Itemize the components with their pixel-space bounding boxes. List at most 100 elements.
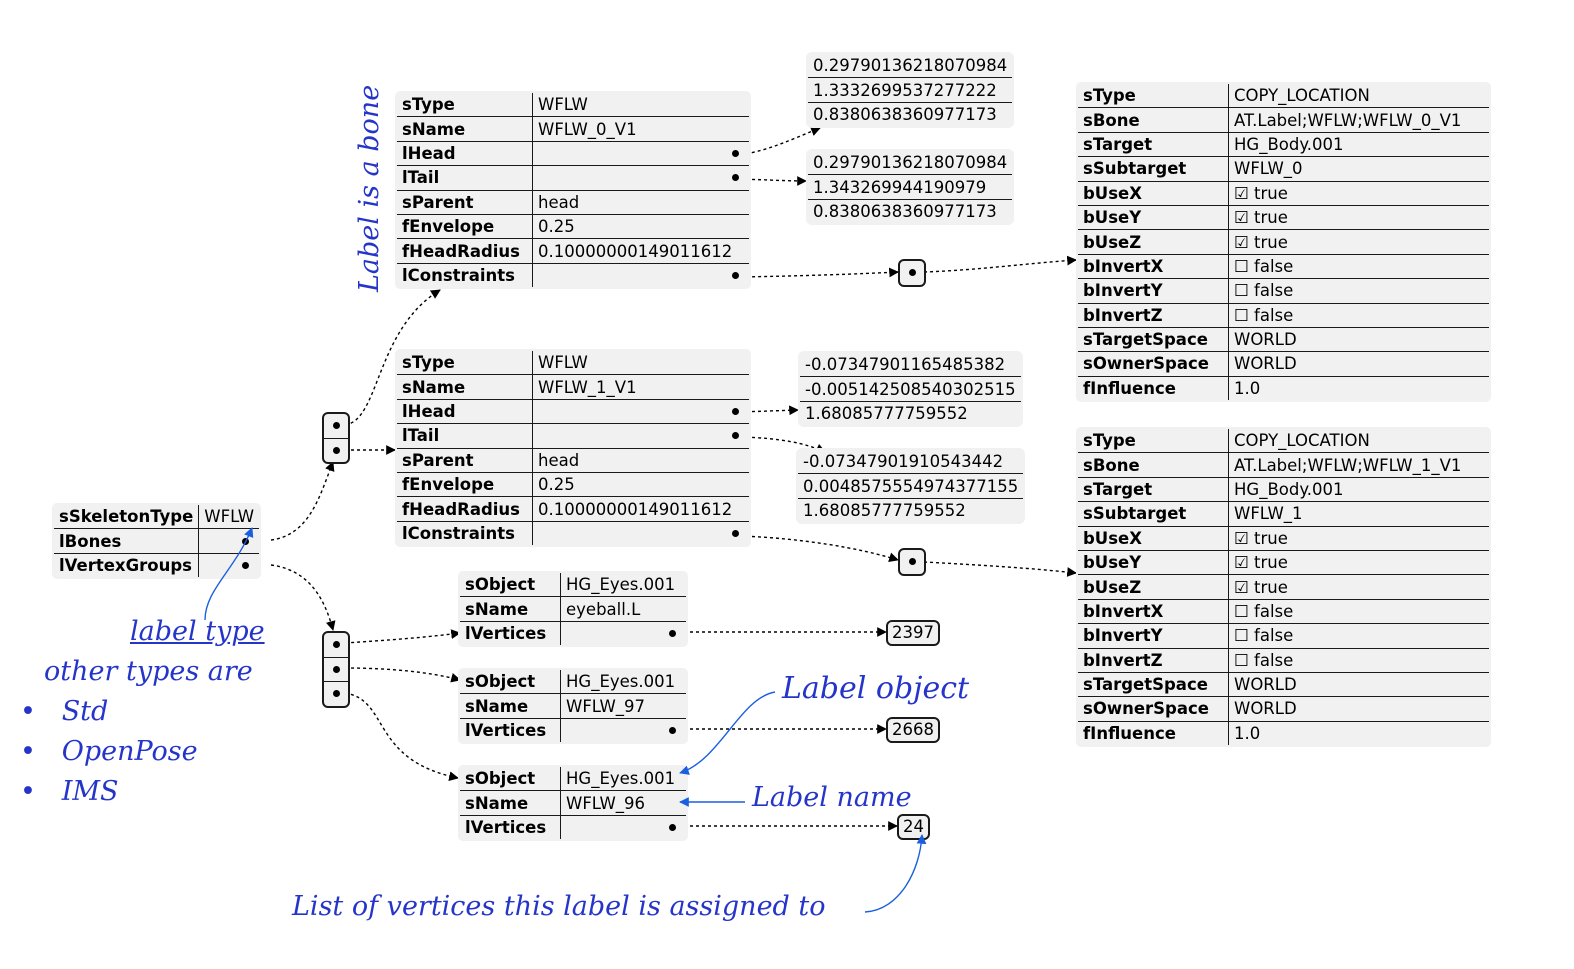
vg-key: sName [460, 790, 561, 816]
vg-value: WFLW_97 [560, 693, 686, 719]
bone-key: lTail [397, 423, 533, 449]
bone-pointer[interactable] [532, 520, 749, 546]
array-item: -0.07347901910543442 [798, 450, 1024, 475]
vg-pointer[interactable] [560, 717, 686, 743]
vg-pointer[interactable] [560, 620, 686, 646]
bone-key: lHead [397, 398, 533, 425]
vg-key: lVertices [460, 814, 561, 840]
bone-key: lConstraints [397, 520, 533, 546]
constraint-value: ☑ true [1228, 574, 1489, 600]
edge-lbones [270, 461, 335, 541]
constraint-value: ☑ true [1228, 204, 1489, 231]
root-pointer[interactable] [198, 552, 260, 578]
constraint-value: AT.Label;WFLW;WFLW_1_V1 [1228, 452, 1489, 478]
edge-vg0 [344, 629, 461, 644]
array-item: 1.343269944190979 [808, 174, 1013, 200]
vg-key: lVertices [460, 717, 561, 743]
constraint-value: WORLD [1228, 326, 1489, 353]
constraint-key: sBone [1078, 107, 1229, 133]
root-key: sSkeletonType [54, 505, 200, 530]
array-item: 0.29790136218070984 [808, 54, 1013, 79]
root-key: lVertexGroups [54, 552, 200, 578]
bone0-constraints-list [898, 259, 926, 287]
vertex-count: 2397 [886, 620, 940, 646]
annotation-label-type: label type [130, 616, 265, 647]
constraint-value: AT.Label;WFLW;WFLW_0_V1 [1228, 107, 1489, 133]
annotation-other-types-heading: other types are [44, 656, 253, 687]
edge-bone0-constraints [739, 267, 899, 278]
bone-pointer[interactable] [532, 423, 749, 449]
array-item: 0.29790136218070984 [808, 151, 1013, 176]
array-item: -0.005142508540302515 [799, 376, 1021, 402]
constraint-key: bInvertY [1078, 623, 1229, 649]
vg-key: sObject [460, 573, 561, 598]
bone0-tail-array: 0.29790136218070984 1.343269944190979 0.… [806, 149, 1015, 226]
edge-bone1-head [739, 405, 799, 416]
list-slot[interactable] [900, 550, 924, 574]
root-key: lBones [54, 528, 200, 554]
bone-pointer[interactable] [532, 140, 749, 167]
bone0-head-array: 0.29790136218070984 1.3332699537277222 0… [806, 52, 1015, 129]
bone-pointer[interactable] [532, 165, 749, 191]
bone-value: 0.10000000149011612 [532, 496, 749, 522]
list-slot[interactable] [324, 633, 348, 657]
constraint-key: fInfluence [1078, 720, 1229, 746]
constraint-value: HG_Body.001 [1228, 476, 1489, 503]
root-pointer[interactable] [198, 528, 260, 554]
constraint-value: ☑ true [1228, 525, 1489, 551]
vg-value: eyeball.L [560, 596, 686, 622]
annotation-type-label: IMS [61, 776, 119, 807]
bone-key: sParent [397, 447, 533, 473]
constraint-key: sOwnerSpace [1078, 351, 1229, 377]
constraint-key: bUseY [1078, 204, 1229, 231]
bone1-tail-array: -0.07347901910543442 0.00485755549743771… [796, 448, 1026, 525]
list-slot[interactable] [900, 261, 924, 285]
vg-value: WFLW_96 [560, 790, 686, 816]
bone-pointer[interactable] [532, 398, 749, 425]
constraint-key: bInvertZ [1078, 302, 1229, 328]
array-item: 1.68085777759552 [798, 497, 1024, 523]
constraint-value: ☑ true [1228, 549, 1489, 576]
vertex-count: 2668 [886, 717, 940, 743]
annotation-type-item: • IMS [20, 776, 119, 807]
bone-key: fHeadRadius [397, 238, 533, 264]
bone-key: sName [397, 116, 533, 142]
bone-key: sName [397, 374, 533, 400]
list-slot[interactable] [324, 656, 348, 682]
annotation-vertices-note: List of vertices this label is assigned … [292, 891, 826, 922]
constraint-key: sSubtarget [1078, 501, 1229, 527]
list-slot[interactable] [324, 437, 348, 463]
edge-bone0-constraint-table [923, 255, 1077, 273]
root-value: WFLW [198, 505, 260, 530]
annotation-type-label: OpenPose [61, 736, 198, 767]
constraint-key: sType [1078, 429, 1229, 454]
bones-list-node [322, 412, 350, 464]
array-item: 1.68085777759552 [799, 400, 1021, 426]
bone1-constraints-list [898, 548, 926, 576]
vg-key: sObject [460, 670, 561, 695]
constraint-value: ☐ false [1228, 598, 1489, 625]
constraint-value: ☑ true [1228, 180, 1489, 206]
constraint-value: WORLD [1228, 351, 1489, 377]
constraint-key: fInfluence [1078, 375, 1229, 401]
vg-pointer[interactable] [560, 814, 686, 840]
bone-key: sType [397, 93, 533, 118]
vg-value: HG_Eyes.001 [560, 573, 686, 598]
list-slot[interactable] [324, 681, 348, 706]
constraint-key: sTarget [1078, 476, 1229, 503]
array-item: 0.0048575554974377155 [798, 473, 1024, 499]
bone-value: 0.25 [532, 213, 749, 240]
vg-key: lVertices [460, 620, 561, 646]
constraint-value: ☐ false [1228, 623, 1489, 649]
list-slot[interactable] [324, 414, 348, 438]
bone-value: 0.10000000149011612 [532, 238, 749, 264]
bone-pointer[interactable] [532, 262, 749, 288]
edge-bone1-constraints [739, 535, 899, 563]
bone-value: WFLW_1_V1 [532, 374, 749, 400]
bone-key: lHead [397, 140, 533, 167]
